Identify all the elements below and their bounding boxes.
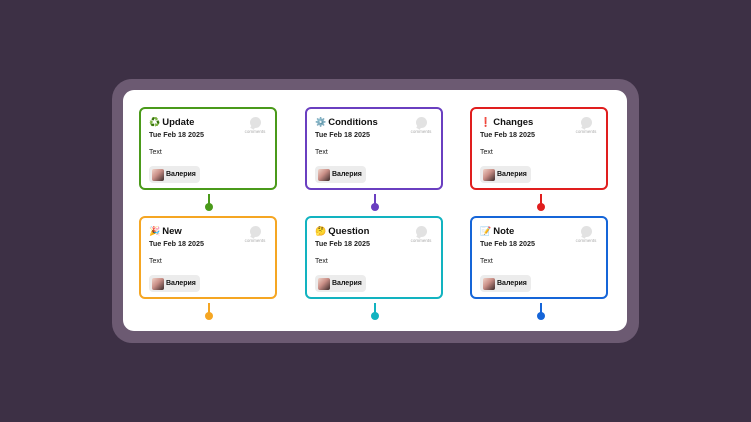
author-chip[interactable]: Валерия	[149, 166, 200, 183]
card-text: Text	[315, 149, 328, 156]
connector-dot	[537, 312, 545, 320]
card-new[interactable]: 🎉New Tue Feb 18 2025 comments Text Валер…	[139, 216, 277, 299]
comment-icon	[249, 117, 261, 128]
card-date: Tue Feb 18 2025	[149, 130, 204, 139]
author-name: Валерия	[332, 171, 362, 178]
connector-line	[208, 303, 210, 314]
connector-dot	[537, 203, 545, 211]
comment-label: comments	[575, 238, 597, 243]
card-title: ⚙️Conditions	[315, 117, 378, 128]
comment-button[interactable]: comments	[409, 226, 433, 243]
card-text: Text	[315, 258, 328, 265]
author-chip[interactable]: Валерия	[315, 166, 366, 183]
author-name: Валерия	[497, 171, 527, 178]
card-question[interactable]: 🤔Question Tue Feb 18 2025 comments Text …	[305, 216, 443, 299]
author-chip[interactable]: Валерия	[480, 166, 531, 183]
card-conditions[interactable]: ⚙️Conditions Tue Feb 18 2025 comments Te…	[305, 107, 443, 190]
author-chip[interactable]: Валерия	[149, 275, 200, 292]
comment-icon	[580, 226, 592, 237]
connector-dot	[371, 203, 379, 211]
connector-line	[374, 303, 376, 314]
card-date: Tue Feb 18 2025	[149, 239, 204, 248]
card-emoji-icon: ♻️	[149, 117, 161, 127]
comment-button[interactable]: comments	[243, 226, 267, 243]
author-chip[interactable]: Валерия	[315, 275, 366, 292]
author-name: Валерия	[166, 171, 196, 178]
comment-icon	[415, 117, 427, 128]
card-emoji-icon: 📝	[480, 226, 492, 236]
connector-line	[540, 303, 542, 314]
avatar	[318, 277, 330, 290]
author-name: Валерия	[497, 280, 527, 287]
card-title: 🤔Question	[315, 226, 370, 237]
comment-label: comments	[244, 129, 266, 134]
connector-dot	[371, 312, 379, 320]
connector-dot	[205, 312, 213, 320]
avatar	[152, 277, 164, 290]
card-title: 🎉New	[149, 226, 182, 237]
card-text: Text	[149, 149, 162, 156]
card-text: Text	[149, 258, 162, 265]
comment-button[interactable]: comments	[409, 117, 433, 134]
comment-label: comments	[575, 129, 597, 134]
card-text: Text	[480, 149, 493, 156]
connector-dot	[205, 203, 213, 211]
avatar	[152, 168, 164, 181]
connector-line	[374, 194, 376, 205]
comment-label: comments	[410, 129, 432, 134]
avatar	[483, 168, 495, 181]
author-name: Валерия	[332, 280, 362, 287]
card-emoji-icon: ⚙️	[315, 117, 327, 127]
card-date: Tue Feb 18 2025	[480, 130, 535, 139]
card-emoji-icon: ❗	[480, 117, 492, 127]
card-emoji-icon: 🤔	[315, 226, 327, 236]
card-changes[interactable]: ❗Changes Tue Feb 18 2025 comments Text В…	[470, 107, 608, 190]
card-date: Tue Feb 18 2025	[315, 130, 370, 139]
card-emoji-icon: 🎉	[149, 226, 161, 236]
card-update[interactable]: ♻️Update Tue Feb 18 2025 comments Text В…	[139, 107, 277, 190]
author-chip[interactable]: Валерия	[480, 275, 531, 292]
author-name: Валерия	[166, 280, 196, 287]
comment-button[interactable]: comments	[574, 117, 598, 134]
avatar	[318, 168, 330, 181]
comment-icon	[580, 117, 592, 128]
avatar	[483, 277, 495, 290]
card-text: Text	[480, 258, 493, 265]
card-date: Tue Feb 18 2025	[315, 239, 370, 248]
connector-line	[208, 194, 210, 205]
comment-button[interactable]: comments	[574, 226, 598, 243]
card-date: Tue Feb 18 2025	[480, 239, 535, 248]
comment-button[interactable]: comments	[243, 117, 267, 134]
connector-line	[540, 194, 542, 205]
card-title: ♻️Update	[149, 117, 195, 128]
card-note[interactable]: 📝Note Tue Feb 18 2025 comments Text Вале…	[470, 216, 608, 299]
comment-icon	[415, 226, 427, 237]
card-title: ❗Changes	[480, 117, 534, 128]
comment-label: comments	[244, 238, 266, 243]
comment-label: comments	[410, 238, 432, 243]
comment-icon	[249, 226, 261, 237]
card-title: 📝Note	[480, 226, 515, 237]
